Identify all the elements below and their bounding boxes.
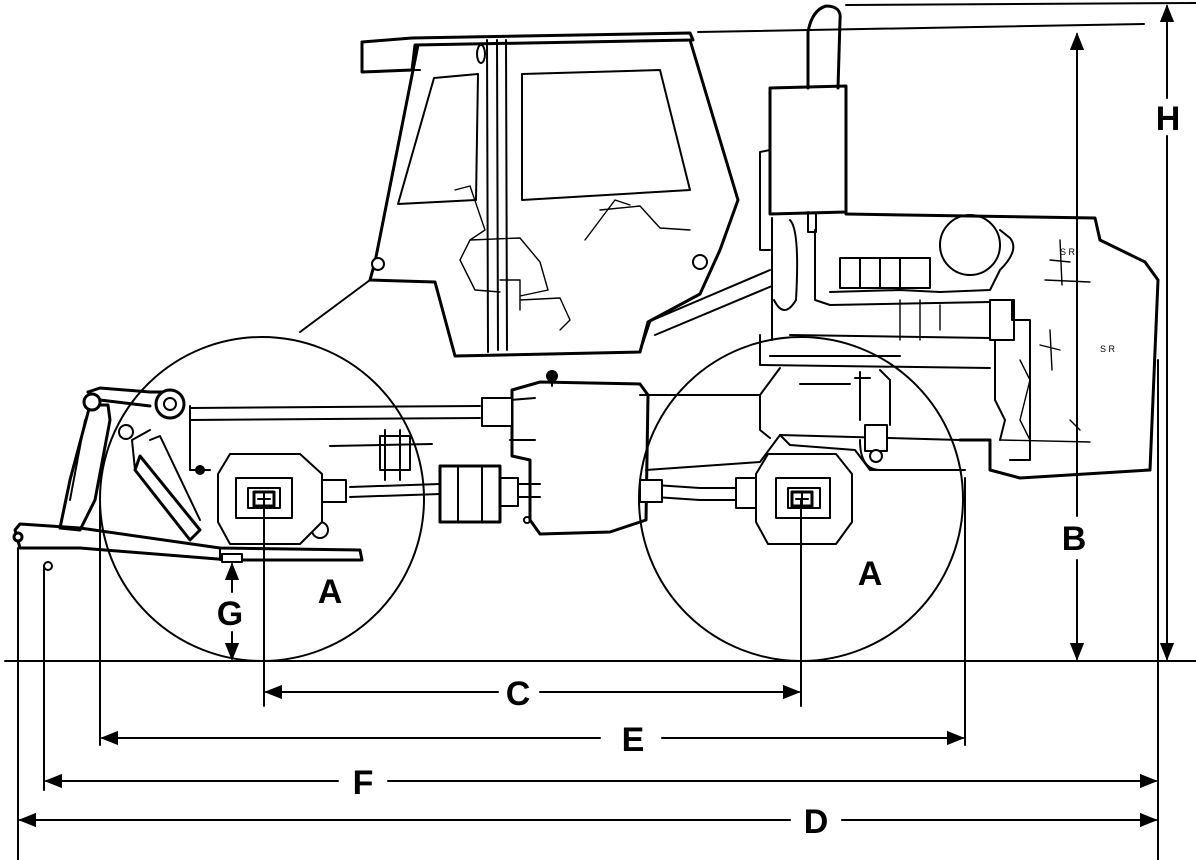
label-g: G [217,595,243,633]
exhaust-stack [806,4,842,90]
dimension-b: B [1062,32,1087,661]
cab-door-window [521,69,691,201]
label-b: B [1062,520,1087,558]
dimension-h: H [1156,4,1181,661]
label-a-rear: A [858,555,883,593]
dimension-f: F [44,764,1158,802]
label-e: E [622,721,645,759]
hydraulic-cylinder [58,403,112,532]
gearbox [510,380,650,536]
cab-rear-window [397,73,479,205]
upper-drive-shaft [189,405,481,421]
front-wheel [99,336,425,662]
label-f: F [353,764,374,802]
engine-hood [844,212,1160,480]
label-h: H [1156,100,1181,138]
cab-roof [360,31,695,74]
label-c: C [506,675,531,713]
dimension-c: C [264,675,801,713]
dimension-g: G [217,553,243,661]
label-a-front: A [318,573,343,611]
dimension-d: D [18,803,1158,841]
front-wheel-circle [99,336,425,662]
dimension-e: E [100,721,965,759]
tractor-drawing: S R S R [12,4,1160,571]
engine-pulley [939,214,1001,276]
svg-text:S R: S R [1060,247,1076,257]
svg-text:S R: S R [1100,344,1116,354]
front-lift-arm [86,386,170,394]
lower-hitch-bar [13,522,364,562]
label-d: D [804,803,829,841]
